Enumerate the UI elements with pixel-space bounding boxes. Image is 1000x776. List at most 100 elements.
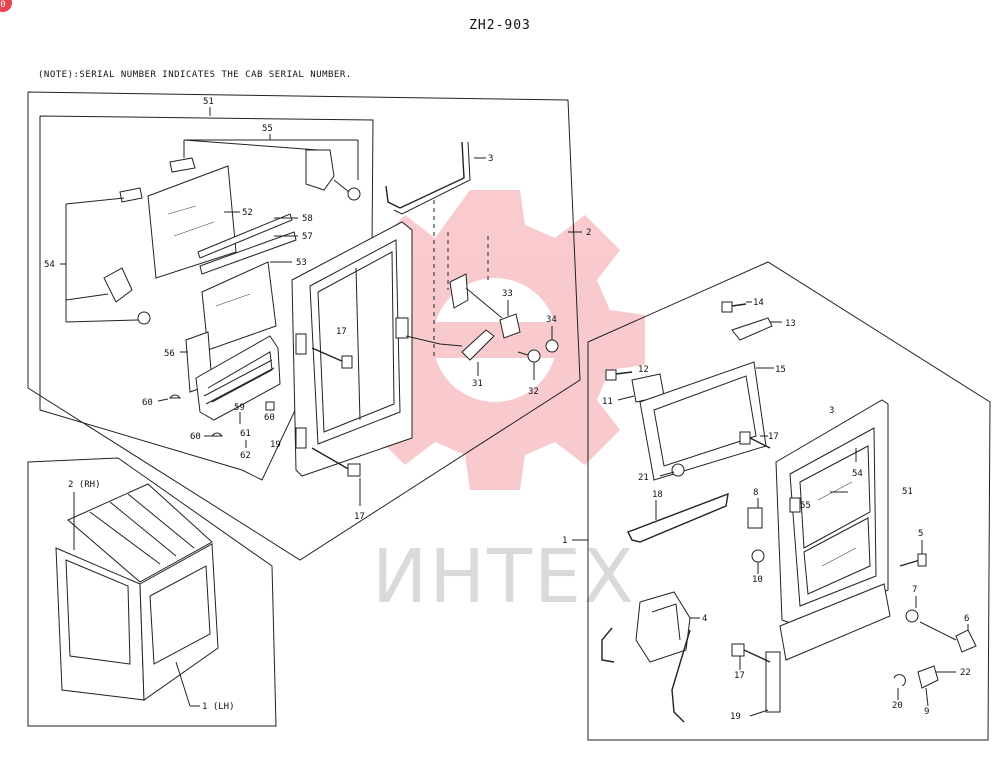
part-7-cylinder — [905, 609, 919, 623]
corner-badge: 0 — [0, 0, 12, 12]
part-3-rod — [385, 141, 465, 209]
callout-14: 14 — [753, 298, 764, 308]
assembly-2-boundary — [27, 91, 581, 561]
callout-17-right: 17 — [768, 432, 779, 442]
callout-1: 1 — [562, 536, 567, 546]
callout-59: 59 — [234, 403, 245, 413]
part-54-pad — [119, 187, 143, 203]
part-60-clip-c — [265, 401, 275, 411]
callout-7: 7 — [912, 585, 917, 595]
door-window-exploded-view — [27, 91, 582, 561]
lock-long-rod — [671, 629, 691, 723]
assembly-1-boundary — [587, 261, 991, 741]
assembly-51-boundary — [39, 115, 374, 481]
part-55-bracket-b — [789, 497, 801, 513]
part-12-bolt — [605, 369, 633, 381]
serial-note: (NOTE):SERIAL NUMBER INDICATES THE CAB S… — [38, 70, 352, 80]
callout-22: 22 — [960, 668, 971, 678]
part-6-key — [955, 629, 977, 653]
part-55-pad — [169, 157, 196, 173]
hinge-lower — [295, 427, 307, 449]
callout-19: 19 — [270, 440, 281, 450]
callout-60: 60 — [142, 398, 153, 408]
part-10-knob — [751, 549, 765, 563]
part-54-bolt — [137, 311, 151, 325]
door-assembly-exploded-view — [572, 261, 991, 741]
part-13-bracket — [731, 317, 773, 341]
part-32-knob — [527, 349, 541, 363]
part-17-bolt-b — [311, 447, 361, 506]
callout-2-rh: 2 (RH) — [68, 480, 101, 490]
callout-15: 15 — [775, 365, 786, 375]
cab-roof — [67, 483, 213, 583]
door-hinge-post — [765, 651, 781, 713]
part-20-clip — [893, 674, 906, 687]
door-frame — [291, 221, 413, 477]
callout-51-right: 51 — [902, 487, 913, 497]
part-57-rail — [199, 231, 297, 275]
callout-17-lower: 17 — [354, 512, 365, 522]
callout-56: 56 — [164, 349, 175, 359]
callout-60-right: 60 — [264, 413, 275, 423]
callout-13: 13 — [785, 319, 796, 329]
callout-55: 55 — [262, 124, 273, 134]
callout-54: 54 — [44, 260, 55, 270]
part-17-bolt-c — [739, 431, 771, 449]
part-21-cap — [671, 463, 685, 477]
part-55-bracket — [305, 149, 335, 191]
callout-57: 57 — [302, 232, 313, 242]
callout-19-right: 19 — [730, 712, 741, 722]
cab-overview — [27, 457, 277, 727]
callout-12: 12 — [638, 365, 649, 375]
callout-52: 52 — [242, 208, 253, 218]
lock-link-rod — [601, 627, 615, 663]
part-60-clip-b — [210, 432, 224, 437]
callout-17-bottom: 17 — [734, 671, 745, 681]
callout-9: 9 — [924, 707, 929, 717]
part-18-rod — [627, 492, 729, 543]
callout-2: 2 — [586, 228, 591, 238]
part-31-lever — [461, 329, 495, 361]
callout-34: 34 — [546, 315, 557, 325]
callout-53: 53 — [296, 258, 307, 268]
part-4-lock — [635, 591, 691, 663]
part-33-plate — [449, 273, 469, 309]
callout-32: 32 — [528, 387, 539, 397]
callout-58: 58 — [302, 214, 313, 224]
callout-61: 61 — [240, 429, 251, 439]
callout-54-right: 54 — [852, 469, 863, 479]
part-60-clip-a — [168, 394, 182, 399]
part-9-catch — [917, 665, 939, 689]
part-8-striker — [747, 507, 763, 529]
part-17-bolt-a — [311, 347, 353, 369]
part-53-lower-glass — [201, 261, 277, 351]
door-panel — [775, 399, 889, 627]
part-55-bolt — [347, 187, 361, 201]
door-lower-panel — [779, 583, 891, 661]
part-5-screw — [899, 540, 927, 567]
callout-60-bottom: 60 — [190, 432, 201, 442]
door-latch-bracket — [395, 317, 409, 339]
callout-8: 8 — [753, 488, 758, 498]
callout-labels: 51 55 3 2 52 58 57 53 54 33 34 17 56 31 … — [44, 97, 971, 722]
part-17-bolt-d — [731, 643, 771, 670]
callout-11: 11 — [602, 397, 613, 407]
callout-20: 20 — [892, 701, 903, 711]
callout-55-right: 55 — [800, 501, 811, 511]
callout-10: 10 — [752, 575, 763, 585]
callout-4: 4 — [702, 614, 707, 624]
part-58-rail — [197, 213, 293, 259]
callout-18: 18 — [652, 490, 663, 500]
hinge-upper — [295, 333, 307, 355]
callout-3-right: 3 — [829, 406, 834, 416]
callout-21: 21 — [638, 473, 649, 483]
callout-5: 5 — [918, 529, 923, 539]
part-33-latch — [499, 313, 521, 339]
callout-62: 62 — [240, 451, 251, 461]
callout-33: 33 — [502, 289, 513, 299]
page-title: ZH2-903 — [469, 18, 531, 33]
callout-51: 51 — [203, 97, 214, 107]
part-14-bolt — [721, 301, 752, 313]
part-34-knob — [545, 339, 559, 353]
callout-1-lh: 1 (LH) — [202, 702, 235, 712]
